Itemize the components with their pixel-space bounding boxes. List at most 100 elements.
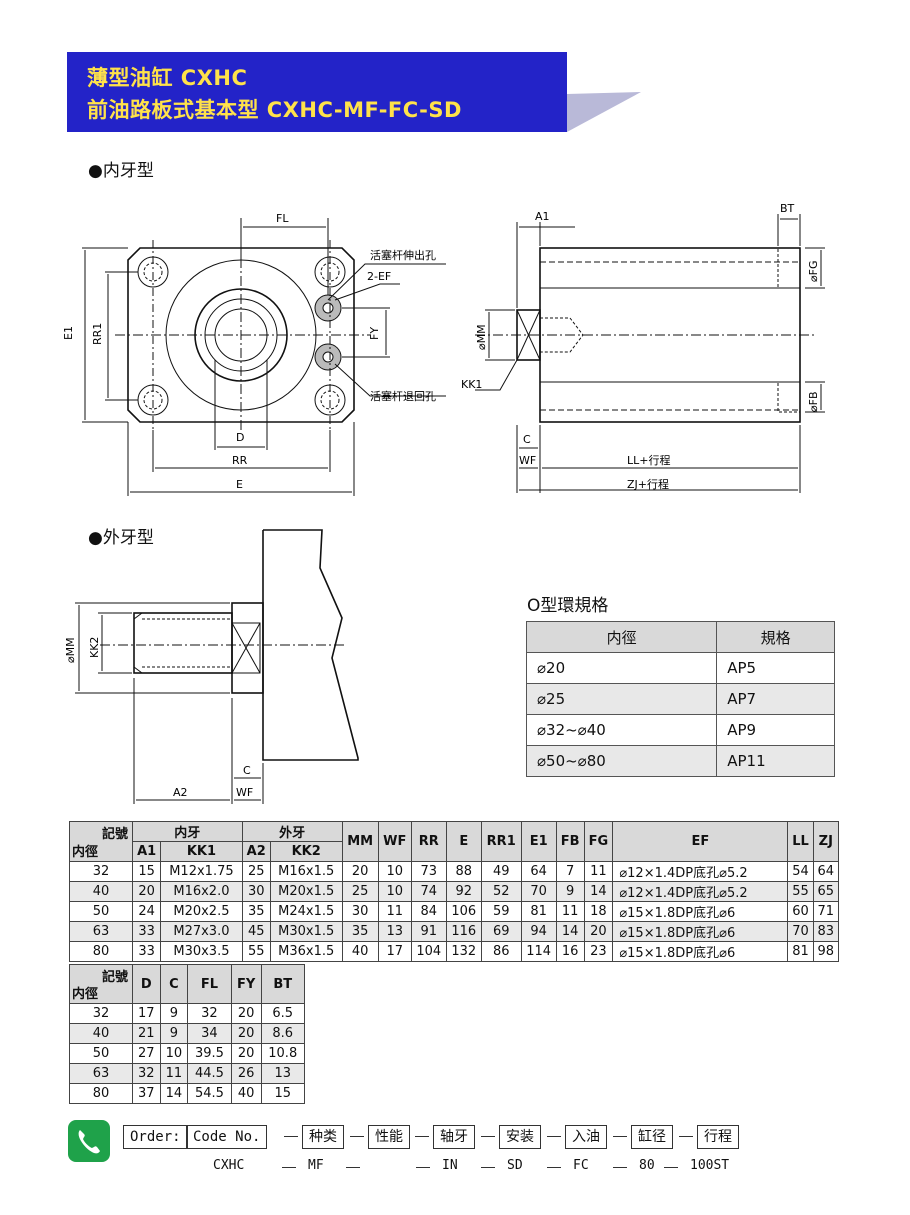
order-field-box: 种类 (302, 1125, 344, 1149)
spec-cell: M20x2.5 (160, 901, 243, 922)
small-cell: 54.5 (187, 1083, 232, 1104)
order-connector (679, 1136, 693, 1137)
col-FB: FB (555, 821, 585, 862)
spec-cell: 17 (377, 941, 412, 962)
spec-corner-cell: 記號 内徑 (69, 821, 133, 862)
spec-cell: 16 (555, 941, 585, 962)
col-KK2: KK2 (269, 841, 343, 862)
order-connector (547, 1136, 561, 1137)
small-cell: 40 (69, 1023, 133, 1044)
col-KK1: KK1 (160, 841, 243, 862)
order-field-box: 入油 (565, 1125, 607, 1149)
label-BT: BT (780, 202, 795, 215)
small-cell: 20 (230, 1003, 262, 1024)
small-cell: 39.5 (187, 1043, 232, 1064)
corner-label-symbol: 記號 (101, 827, 128, 842)
small-cell: 50 (69, 1043, 133, 1064)
section-external-thread: ●外牙型 (88, 528, 154, 548)
spec-cell: 20 (341, 861, 379, 882)
spec-cell: 74 (410, 881, 447, 902)
small-cell: 20 (230, 1023, 262, 1044)
label-C-ext: C (243, 764, 251, 777)
col-A2: A2 (241, 841, 271, 862)
spec-cell: 81 (520, 901, 557, 922)
oring-bore: ⌀25 (525, 683, 718, 715)
order-field-box: 行程 (697, 1125, 739, 1149)
spec-cell: 64 (520, 861, 557, 882)
oring-bore: ⌀20 (525, 652, 718, 684)
order-field-box: 安装 (499, 1125, 541, 1149)
oring-spec: AP11 (716, 745, 835, 777)
spec-table: 記號 内徑 内牙 外牙 MM WF RR E RR1 E1 FB FG EF L… (69, 821, 840, 962)
col-RR: RR (410, 821, 447, 862)
spec-cell: M30x3.5 (160, 941, 243, 962)
spec-cell: 52 (480, 881, 522, 902)
spec-cell: 40 (341, 941, 379, 962)
col-ZJ: ZJ (812, 821, 840, 862)
order-code-dash (664, 1167, 678, 1168)
spec-cell: 14 (555, 921, 585, 942)
external-view-drawing: ⌀MM KK2 C A2 WF (64, 529, 359, 804)
order-connector (481, 1136, 495, 1137)
spec-cell: 33 (131, 921, 162, 942)
spec-cell: 114 (520, 941, 557, 962)
col-MM: MM (341, 821, 379, 862)
small-cell: 32 (132, 1063, 161, 1084)
front-view-drawing: FL 活塞杆伸出孔 2-EF E1 RR1 FY 活塞杆退回孔 D RR E (62, 212, 446, 496)
oring-bore: ⌀50~⌀80 (525, 745, 718, 777)
spec-cell: 65 (812, 881, 840, 902)
spec-cell: M12x1.75 (160, 861, 243, 882)
spec-cell: 88 (445, 861, 482, 882)
spec-cell: 64 (812, 861, 840, 882)
spec-cell: 30 (241, 881, 271, 902)
spec-cell: ⌀15×1.8DP底孔⌀6 (612, 941, 789, 962)
small-cell: 27 (132, 1043, 161, 1064)
col-LL: LL (787, 821, 814, 862)
oring-spec: AP5 (716, 652, 835, 684)
spec-cell: 20 (131, 881, 162, 902)
small-col-FL: FL (187, 964, 232, 1004)
small-col-FY: FY (230, 964, 262, 1004)
small-cell: 14 (159, 1083, 189, 1104)
spec-cell: 18 (583, 901, 614, 922)
small-corner-cell: 記號 内徑 (69, 964, 133, 1004)
spec-cell: 14 (583, 881, 614, 902)
order-field-box: 轴牙 (433, 1125, 475, 1149)
spec-cell: 40 (69, 881, 133, 902)
order-connector (284, 1136, 298, 1137)
order-code-dash (547, 1167, 561, 1168)
spec-cell: 25 (341, 881, 379, 902)
small-cell: 26 (230, 1063, 262, 1084)
spec-cell: 25 (241, 861, 271, 882)
spec-cell: 23 (583, 941, 614, 962)
title-line2: 前油路板式基本型 CXHC-MF-FC-SD (87, 98, 462, 122)
spec-cell: 10 (377, 881, 412, 902)
spec-cell: 106 (445, 901, 482, 922)
spec-cell: M20x1.5 (269, 881, 343, 902)
order-code-dash (613, 1167, 627, 1168)
spec-cell: 80 (69, 941, 133, 962)
banner-wedge (567, 92, 641, 132)
order-code-value: IN (442, 1158, 458, 1173)
spec-cell: 30 (341, 901, 379, 922)
label-D: D (236, 431, 244, 444)
small-corner-symbol: 記號 (101, 970, 128, 985)
spec-cell: M24x1.5 (269, 901, 343, 922)
spec-cell: M30x1.5 (269, 921, 343, 942)
spec-cell: 98 (812, 941, 840, 962)
label-2-EF: 2-EF (367, 270, 391, 283)
spec-cell: 49 (480, 861, 522, 882)
spec-cell: 11 (377, 901, 412, 922)
order-code-value: CXHC (213, 1158, 245, 1173)
spec-cell: 60 (787, 901, 814, 922)
label-FL: FL (276, 212, 289, 225)
spec-cell: 71 (812, 901, 840, 922)
